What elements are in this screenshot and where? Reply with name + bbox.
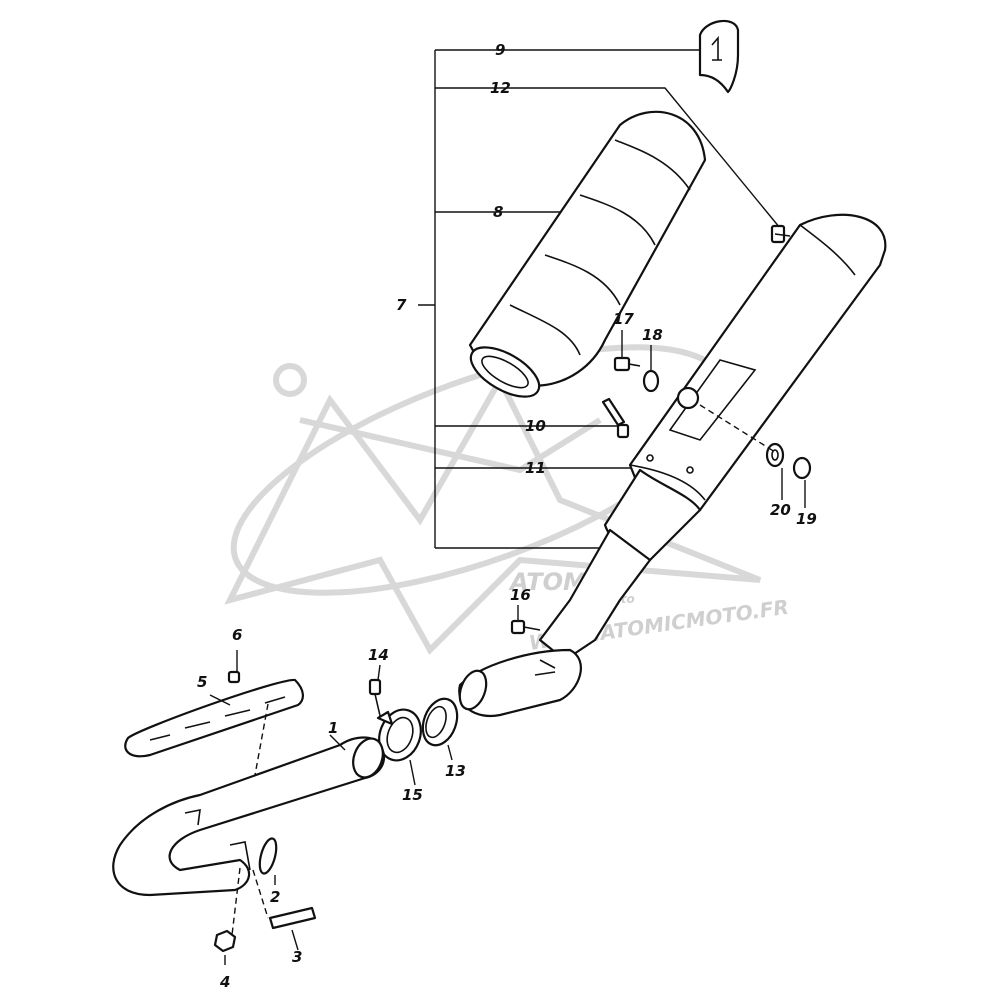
rivet-part-10 [601, 397, 630, 439]
muffler-body [538, 213, 887, 662]
assembly-bracket [418, 49, 781, 549]
callout-4: 4 [219, 973, 230, 991]
callout-12: 12 [490, 79, 511, 97]
head-pipe-part-1 [112, 736, 386, 897]
callout-19: 19 [796, 510, 817, 528]
callout-2: 2 [270, 888, 280, 906]
gasket-part-13 [421, 697, 459, 747]
screw-part-12 [770, 224, 791, 244]
callout-9: 9 [495, 41, 505, 59]
washer-part-18 [642, 369, 660, 393]
callout-6: 6 [232, 626, 242, 644]
bolt-part-16 [510, 619, 541, 635]
silencer-packing-part-8 [468, 110, 707, 398]
bolt-part-17 [613, 356, 641, 372]
callout-8: 8 [493, 203, 503, 221]
nut-part-19 [792, 456, 812, 480]
nut-part-4 [213, 929, 237, 953]
callout-15: 15 [402, 786, 423, 804]
callout-11: 11 [525, 459, 546, 477]
gasket-part-2 [258, 837, 278, 875]
callout-10: 10 [525, 417, 546, 435]
callout-16: 16 [510, 586, 531, 604]
callout-7: 7 [396, 296, 407, 314]
callout-20: 20 [770, 501, 791, 519]
collar-part-20 [765, 442, 785, 468]
stud-part-3 [268, 906, 317, 930]
callout-3: 3 [292, 948, 302, 966]
callout-13: 13 [445, 762, 466, 780]
heat-shield-part-5 [124, 678, 304, 758]
callout-17: 17 [613, 310, 634, 328]
label-sticker-part-9 [698, 19, 740, 94]
mid-pipe [458, 648, 582, 718]
bolt-part-14 [368, 678, 382, 721]
clamp-part-15 [376, 708, 422, 762]
screw-part-6 [227, 670, 241, 684]
callout-1: 1 [328, 719, 338, 737]
callout-5: 5 [197, 673, 207, 691]
callout-18: 18 [642, 326, 663, 344]
callout-14: 14 [368, 646, 389, 664]
